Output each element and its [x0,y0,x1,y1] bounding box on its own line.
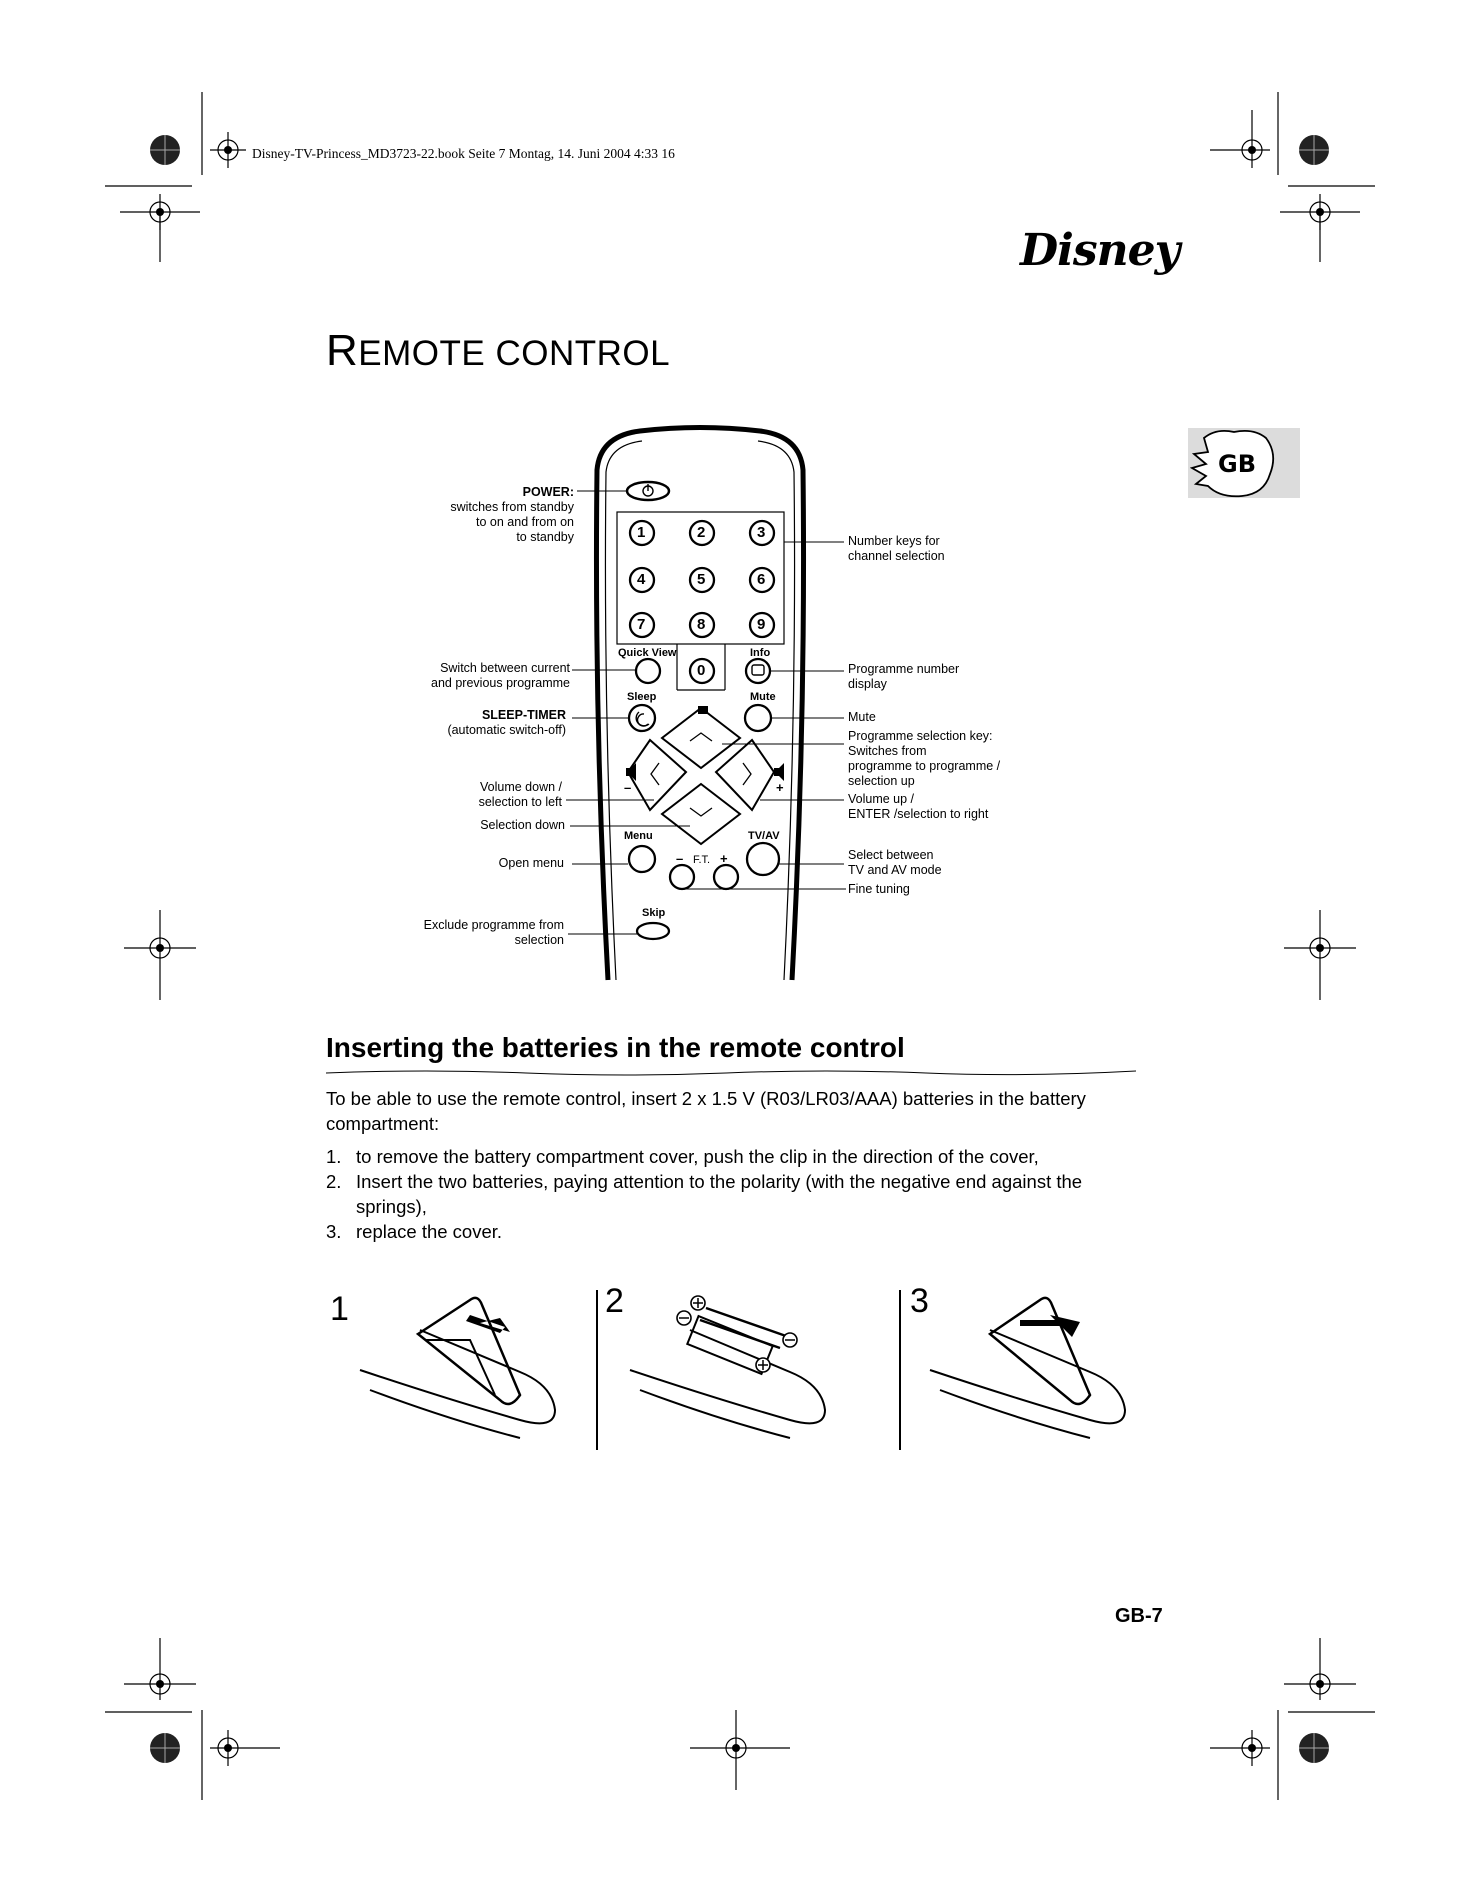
exclude-programme-label-line-1: Exclude programme from [423,918,564,932]
sleep-caption: Sleep [627,691,657,703]
volume-up-label-line-2: ENTER /selection to right [848,807,989,821]
tv-av-caption: TV/AV [748,830,780,842]
number-key-4[interactable]: 4 [637,571,646,588]
mute-caption: Mute [750,691,776,703]
number-key-9[interactable]: 9 [757,616,766,633]
number-key-6[interactable]: 6 [757,571,766,588]
quick-view-caption: Quick View [618,647,677,659]
battery-steps: 1. to remove the battery compartment cove… [326,1144,1156,1244]
programme-selection-label-line-2: Switches from [848,744,927,758]
page-title-rest: EMOTE CONTROL [358,334,671,373]
heading-underline [326,1070,1136,1076]
menu-caption: Menu [624,830,653,842]
print-header: Disney-TV-Princess_MD3723-22.book Seite … [252,146,675,161]
batteries-heading: Inserting the batteries in the remote co… [326,1032,905,1063]
number-key-8[interactable]: 8 [697,616,706,633]
programme-number-label-line-2: display [848,677,887,691]
volume-down-label-line-1: Volume down / [480,780,562,794]
number-keys-label-line-1: Number keys for [848,534,940,548]
volume-up-label-line-1: Volume up / [848,792,915,806]
number-key-0[interactable]: 0 [697,662,706,679]
volume-down-label: Volume down / selection to left [380,780,562,810]
disney-logo: Disney [1020,225,1180,276]
quick-view-label-line-2: and previous programme [431,676,570,690]
number-key-7[interactable]: 7 [637,616,646,633]
page-title: REMOTE CONTROL [326,326,670,376]
selection-down-label: Selection down [480,818,565,832]
power-label-line-3: to standby [516,530,574,544]
tv-av-mode-label-line-2: TV and AV mode [848,863,942,877]
open-menu-label: Open menu [498,856,564,870]
volume-minus-caption: – [624,780,632,795]
glove-hand-icon [1190,429,1275,498]
sleep-timer-label-title: SLEEP-TIMER [481,708,566,722]
exclude-programme-label-line-2: selection [514,933,564,947]
sleep-timer-label: SLEEP-TIMER (automatic switch-off) [380,708,566,738]
power-label: POWER: switches from standby to on and f… [400,485,574,545]
battery-step: 1. to remove the battery compartment cove… [326,1144,1156,1169]
batteries-intro: To be able to use the remote control, in… [326,1088,1086,1134]
volume-down-label-line-2: selection to left [478,795,562,809]
page-number: GB-7 [1115,1605,1163,1627]
power-label-line-1: switches from standby [450,500,574,514]
illustration-number-1: 1 [330,1290,349,1328]
ft-plus-caption: + [720,851,728,866]
programme-number-label: Programme number display [848,662,959,692]
info-caption: Info [750,647,771,659]
step-number: 3. [326,1221,342,1242]
programme-selection-label: Programme selection key: Switches from p… [848,729,1000,789]
number-keys-label-line-2: channel selection [848,549,945,563]
step-number: 2. [326,1171,342,1192]
programme-selection-label-line-4: selection up [848,774,915,788]
quick-view-label: Switch between current and previous prog… [380,661,570,691]
fine-tuning-label: Fine tuning [848,882,910,896]
sleep-timer-label-desc: (automatic switch-off) [447,723,566,737]
tv-av-mode-label: Select between TV and AV mode [848,848,942,878]
battery-step: 3. replace the cover. [326,1219,1156,1244]
number-key-2[interactable]: 2 [697,524,706,541]
mute-label: Mute [848,710,876,724]
language-tab-label: GB [1218,450,1256,478]
illustration-number-3: 3 [910,1282,929,1320]
volume-up-label: Volume up / ENTER /selection to right [848,792,988,822]
programme-selection-label-line-1: Programme selection key: [848,729,993,743]
power-label-title: POWER: [522,485,574,499]
battery-step: 2. Insert the two batteries, paying atten… [326,1169,1156,1219]
step-text: Insert the two batteries, paying attenti… [356,1171,1083,1217]
volume-plus-caption: + [776,780,784,795]
power-label-line-2: to on and from on [476,515,574,529]
ft-caption: F.T. [693,854,711,866]
skip-caption: Skip [642,907,666,919]
exclude-programme-label: Exclude programme from selection [380,918,564,948]
step-number: 1. [326,1146,342,1167]
illustration-number-2: 2 [605,1282,624,1320]
number-key-3[interactable]: 3 [757,524,766,541]
tv-av-mode-label-line-1: Select between [848,848,934,862]
page-title-initial: R [326,326,359,375]
step-text: replace the cover. [356,1221,503,1242]
number-keys-label: Number keys for channel selection [848,534,945,564]
programme-number-label-line-1: Programme number [848,662,960,676]
number-key-5[interactable]: 5 [697,571,706,588]
ft-minus-caption: – [676,851,684,866]
number-key-1[interactable]: 1 [637,524,646,541]
quick-view-label-line-1: Switch between current [440,661,570,675]
programme-selection-label-line-3: programme to programme / [848,759,1001,773]
step-text: to remove the battery compartment cover,… [356,1146,1039,1167]
